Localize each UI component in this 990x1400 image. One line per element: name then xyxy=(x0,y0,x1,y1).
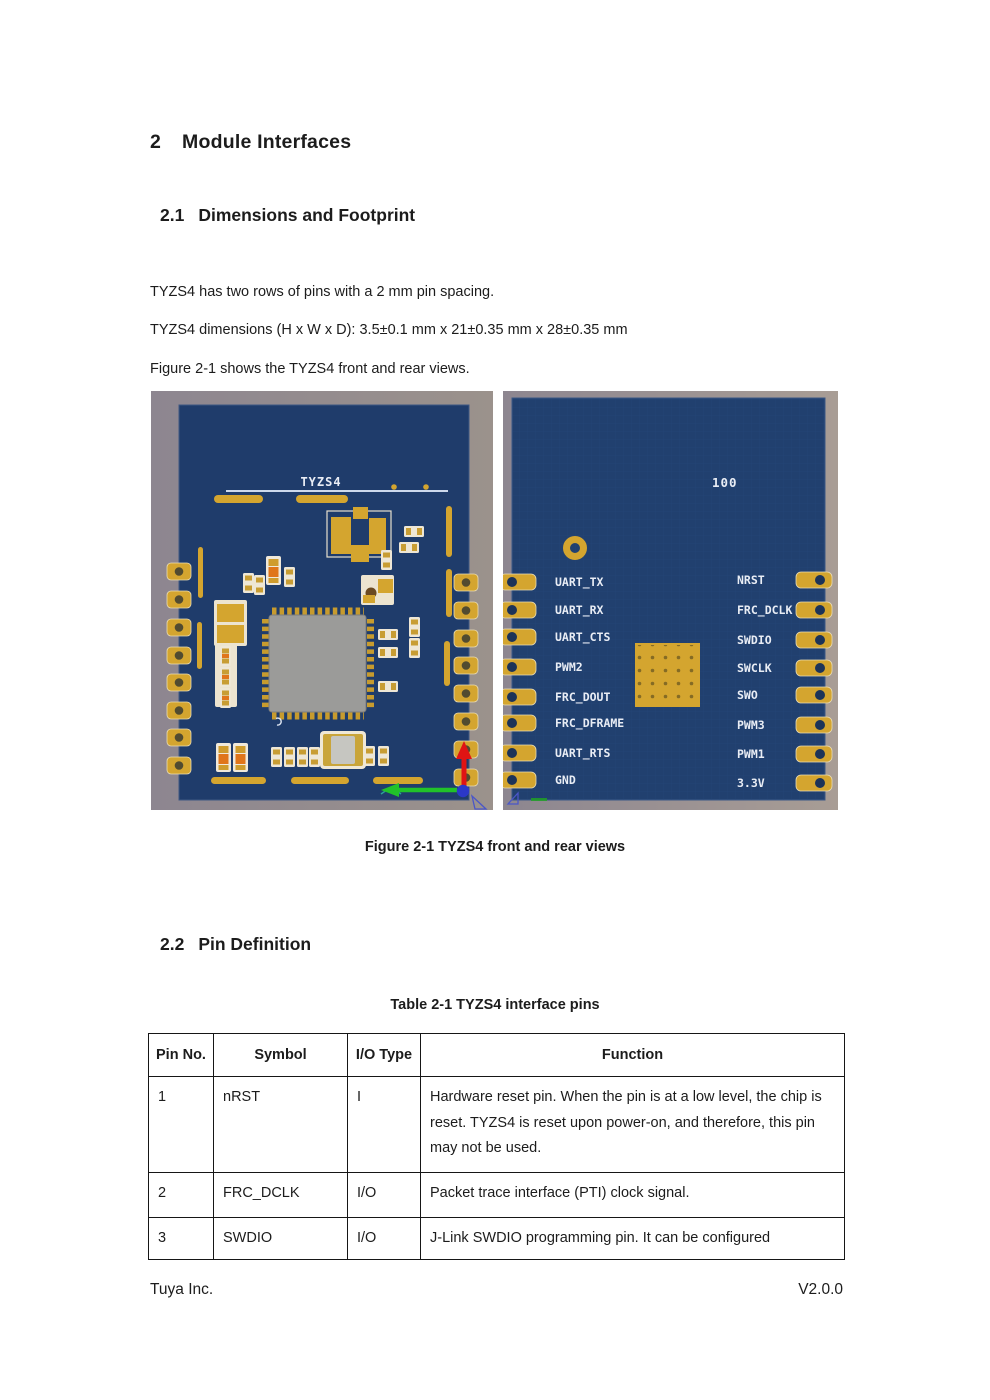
pin-label: GND xyxy=(555,773,576,787)
origin-dot xyxy=(456,784,470,798)
section-heading-pin-definition: 2.2 Pin Definition xyxy=(160,934,311,955)
cursor-outline xyxy=(506,791,519,805)
pcb-rear-image: 100 UART_TX UART_RX UART_CTS PWM2 FRC_DO… xyxy=(503,391,838,810)
pin-label: NRST xyxy=(737,573,765,587)
axis-origin-marker xyxy=(380,741,488,810)
table-row: 3 SWDIO I/O J-Link SWDIO programming pin… xyxy=(148,1217,845,1260)
cell-symbol: nRST xyxy=(213,1076,348,1173)
col-header-function: Function xyxy=(420,1033,845,1077)
silkscreen-line xyxy=(226,490,448,492)
pcb-front-image: TYZS4 xyxy=(151,391,493,810)
board-marking-100: 100 xyxy=(712,475,738,490)
cell-io-type: I/O xyxy=(347,1172,421,1218)
paragraph-dimensions: TYZS4 dimensions (H x W x D): 3.5±0.1 mm… xyxy=(150,321,628,338)
footer-company: Tuya Inc. xyxy=(150,1281,214,1298)
right-pin-labels: NRST FRC_DCLK SWDIO SWCLK SWO PWM3 PWM1 … xyxy=(737,573,792,790)
col-header-io-type: I/O Type xyxy=(347,1033,421,1077)
pin-label: PWM2 xyxy=(555,660,583,674)
cell-pin-no: 2 xyxy=(148,1172,214,1218)
pin-label: SWO xyxy=(737,688,758,702)
pin-label: UART_RTS xyxy=(555,746,610,761)
silkscreen-model-label: TYZS4 xyxy=(300,475,341,489)
cell-pin-no: 3 xyxy=(148,1217,214,1260)
heading-number: 2.1 xyxy=(160,205,185,225)
pin-label: FRC_DFRAME xyxy=(555,716,624,731)
main-chip xyxy=(262,607,374,726)
fiducial-dot xyxy=(391,484,397,490)
pin-label: SWDIO xyxy=(737,633,772,647)
figure-pcb-views: TYZS4 xyxy=(151,391,839,810)
figure-caption: Figure 2-1 TYZS4 front and rear views xyxy=(364,839,626,855)
thermal-pad xyxy=(635,643,700,707)
cell-io-type: I xyxy=(347,1076,421,1173)
left-pin-labels: UART_TX UART_RX UART_CTS PWM2 FRC_DOUT F… xyxy=(555,575,624,787)
x-axis-arrow xyxy=(381,783,399,797)
heading-number: 2.2 xyxy=(160,934,185,954)
pin-table: Pin No. Symbol I/O Type Function 1 nRST … xyxy=(148,1033,845,1260)
pin-label: 3.3V xyxy=(737,776,765,790)
table-row: 1 nRST I Hardware reset pin. When the pi… xyxy=(148,1076,845,1173)
rf-matching-component xyxy=(326,507,392,562)
fiducial-dot xyxy=(423,484,429,490)
copper-traces xyxy=(197,495,452,784)
paragraph-pin-spacing: TYZS4 has two rows of pins with a 2 mm p… xyxy=(150,283,495,300)
section-heading-dimensions: 2.1 Dimensions and Footprint xyxy=(160,205,415,226)
heading-title: Module Interfaces xyxy=(182,131,352,153)
pin-label: UART_TX xyxy=(555,575,604,590)
table-caption: Table 2-1 TYZS4 interface pins xyxy=(390,997,600,1013)
cursor-outline xyxy=(470,794,488,810)
cell-function: J-Link SWDIO programming pin. It can be … xyxy=(420,1217,845,1260)
col-header-symbol: Symbol xyxy=(213,1033,348,1077)
page-footer: Tuya Inc. V2.0.0 xyxy=(150,1281,843,1299)
pin-label: UART_CTS xyxy=(555,630,610,645)
pin-label: FRC_DOUT xyxy=(555,690,610,705)
heading-title: Pin Definition xyxy=(198,934,312,954)
axis-fragment xyxy=(531,798,547,801)
pin1-silkscreen-mark xyxy=(275,717,282,726)
pin-label: PWM1 xyxy=(737,747,765,761)
pin-label: UART_RX xyxy=(555,603,604,618)
heading-title: Dimensions and Footprint xyxy=(198,205,416,225)
cell-symbol: SWDIO xyxy=(213,1217,348,1260)
copper-grid-texture xyxy=(512,398,825,800)
footer-version: V2.0.0 xyxy=(798,1281,843,1298)
cell-function: Hardware reset pin. When the pin is at a… xyxy=(420,1076,845,1173)
pin-label: SWCLK xyxy=(737,661,772,675)
mounting-hole xyxy=(563,536,587,560)
pin-label: FRC_DCLK xyxy=(737,603,792,618)
crystal-oscillator xyxy=(320,731,366,769)
table-row: 2 FRC_DCLK I/O Packet trace interface (P… xyxy=(148,1172,845,1218)
table-header-row: Pin No. Symbol I/O Type Function xyxy=(148,1033,845,1077)
pin-label: PWM3 xyxy=(737,718,765,732)
cell-pin-no: 1 xyxy=(148,1076,214,1173)
passive-components xyxy=(214,526,424,772)
cell-function: Packet trace interface (PTI) clock signa… xyxy=(420,1172,845,1218)
y-axis-arrow xyxy=(456,741,472,759)
col-header-pin-no: Pin No. xyxy=(148,1033,214,1077)
cell-symbol: FRC_DCLK xyxy=(213,1172,348,1218)
section-heading-module-interfaces: 2 Module Interfaces xyxy=(150,131,351,154)
heading-number: 2 xyxy=(150,131,162,153)
paragraph-figure-ref: Figure 2-1 shows the TYZS4 front and rea… xyxy=(150,360,470,377)
cell-io-type: I/O xyxy=(347,1217,421,1260)
